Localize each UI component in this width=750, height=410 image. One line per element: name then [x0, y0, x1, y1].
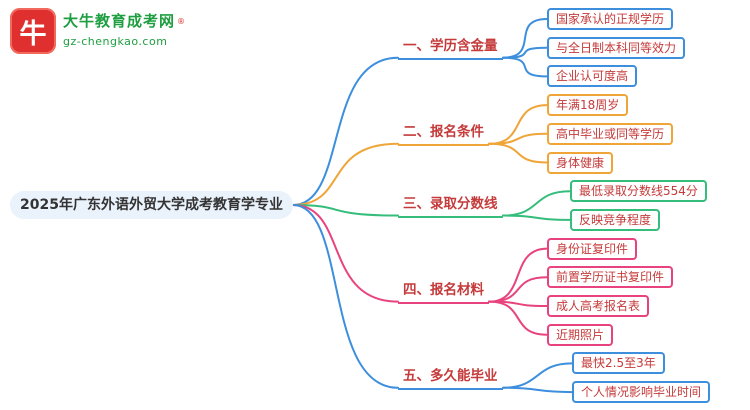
branch-label-3: 三、录取分数线: [398, 195, 503, 218]
child-node: 企业认可度高: [547, 65, 638, 88]
child-node: 前置学历证书复印件: [547, 266, 674, 289]
logo-text: 大牛教育成考网® gz-chengkao.com: [63, 8, 186, 49]
branch-label-5: 五、多久能毕业: [398, 367, 503, 390]
connector: [502, 386, 573, 394]
child-node: 反映竞争程度: [570, 208, 661, 231]
branch-label-4: 四、报名材料: [398, 281, 489, 304]
child-node: 国家承认的正规学历: [547, 8, 674, 30]
connector: [292, 204, 399, 217]
brand-domain: gz-chengkao.com: [63, 35, 168, 48]
connector: [488, 276, 548, 303]
connector: [488, 142, 548, 164]
connector: [502, 362, 573, 389]
connector: [488, 104, 548, 145]
connector: [502, 190, 571, 217]
connector: [292, 204, 399, 303]
root-node: 2025年广东外语外贸大学成考教育学专业: [10, 191, 293, 219]
child-node: 最快2.5至3年: [572, 352, 665, 375]
bull-glyph: 牛: [19, 18, 47, 50]
connector: [292, 204, 399, 389]
child-node: 成人高考报名表: [547, 295, 650, 317]
child-node: 身份证复印件: [547, 237, 638, 260]
branch-label-1: 一、学历含金量: [398, 37, 503, 60]
logo: 牛 大牛教育成考网® gz-chengkao.com: [10, 8, 186, 54]
child-node: 与全日制本科同等效力: [547, 36, 686, 59]
child-node: 身体健康: [547, 151, 614, 174]
child-node: 最低录取分数线554分: [570, 180, 707, 203]
brand-name: 大牛教育成考网®: [63, 12, 187, 30]
connector: [502, 214, 571, 221]
connector: [502, 18, 548, 59]
branch-label-2: 二、报名条件: [398, 123, 489, 146]
registered-mark: ®: [177, 17, 187, 26]
connector: [488, 247, 548, 303]
child-node: 高中毕业或同等学历: [547, 122, 674, 145]
connector: [292, 142, 399, 206]
bull-logo-icon: 牛: [10, 8, 56, 54]
connector: [502, 56, 548, 78]
child-node: 近期照片: [547, 323, 614, 346]
connector: [488, 300, 548, 336]
connector: [292, 56, 399, 206]
child-node: 年满18周岁: [547, 94, 629, 117]
child-node: 个人情况影响毕业时间: [572, 381, 711, 404]
